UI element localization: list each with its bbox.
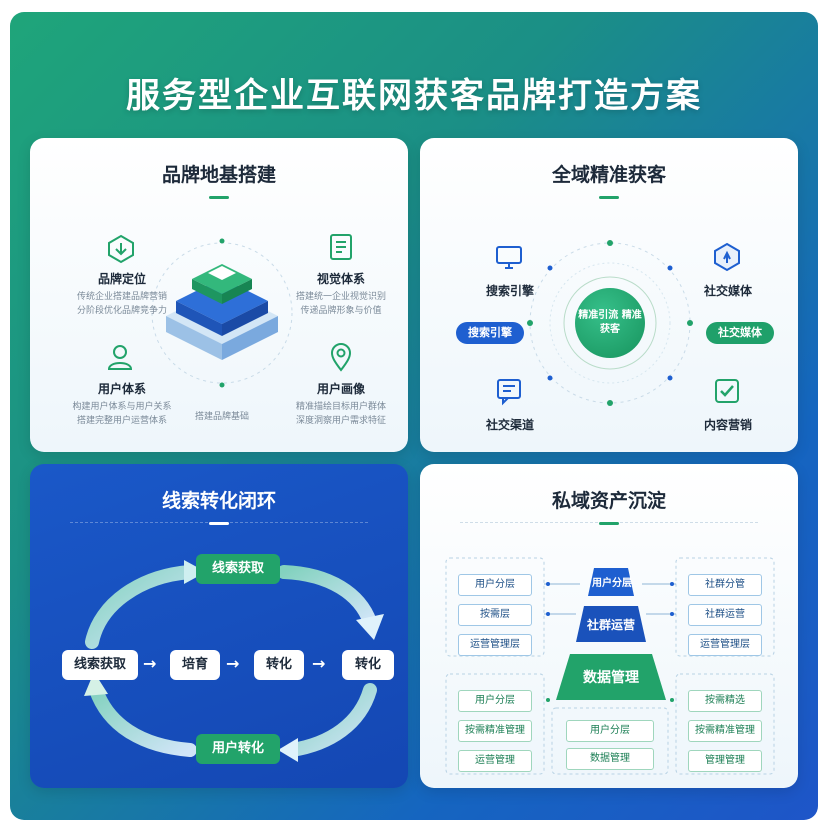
panel-brand-foundation: 品牌地基搭建 品牌定位 传统 (30, 138, 408, 452)
brand-item-desc: 深度洞察用户需求特征 (295, 416, 386, 426)
loop-row-node: 转化 (342, 650, 394, 680)
private-diagram (445, 557, 775, 775)
title-accent (599, 196, 619, 199)
center-caption: 搭建品牌基础 (194, 412, 249, 422)
right-bottom-tag: 管理管理 (688, 750, 762, 772)
shield-icon (714, 242, 740, 272)
panel-title: 品牌地基搭建 (161, 164, 276, 186)
arrow-right-icon: → (312, 654, 326, 673)
title-accent (599, 522, 619, 525)
location-pin-icon (330, 343, 352, 372)
brand-item-desc: 传统企业搭建品牌营销 (76, 292, 167, 302)
infographic-frame: 服务型企业互联网获客品牌打造方案 品牌地基搭建 (10, 12, 818, 820)
acquisition-diagram (527, 240, 693, 406)
brand-item-desc: 搭建完整用户运营体系 (76, 416, 167, 426)
title-accent (209, 522, 229, 525)
left-bottom-tag: 按需精准管理 (458, 720, 532, 742)
left-bottom-tag: 用户分层 (458, 690, 532, 712)
right-bottom-tag: 按需精选 (688, 690, 762, 712)
brand-item-label: 品牌定位 (97, 272, 146, 286)
acquire-node-label: 搜索引擎 (485, 284, 534, 298)
brand-item-label: 用户体系 (97, 382, 146, 396)
right-top-tag: 社群运营 (688, 604, 762, 626)
acquire-node-label: 社交渠道 (485, 418, 534, 432)
checklist-icon (715, 379, 739, 403)
arrow-right-icon: → (226, 654, 240, 673)
user-icon (107, 345, 133, 370)
loop-row-node: 转化 (254, 650, 304, 680)
brand-item-desc: 分阶段优化品牌竞争力 (76, 306, 167, 316)
right-bottom-tag: 按需精准管理 (688, 720, 762, 742)
left-top-tag: 运营管理层 (458, 634, 532, 656)
pyramid-bottom (556, 654, 666, 700)
loop-row-node: 培育 (170, 650, 220, 680)
monitor-icon (496, 246, 522, 269)
brand-item-desc: 构建用户体系与用户关系 (72, 402, 172, 412)
message-icon (497, 379, 521, 406)
stacked-blocks-icon (166, 264, 278, 360)
left-bottom-tag: 运营管理 (458, 750, 532, 772)
acquire-node-label: 社交媒体 (703, 284, 752, 298)
pyramid-middle-label: 社群运营 (586, 618, 635, 632)
brand-item-label: 用户画像 (316, 382, 365, 396)
brand-item-desc: 搭建统一企业视觉识别 (295, 292, 386, 302)
left-top-tag: 按需层 (458, 604, 532, 626)
orbit-dot (219, 382, 225, 388)
title-accent (209, 196, 229, 199)
center-bottom-tag: 用户分层 (566, 720, 654, 742)
document-icon (330, 234, 352, 260)
pyramid-top (588, 568, 634, 596)
loop-arrows (84, 560, 384, 762)
brand-item-desc: 精准描绘目标用户群体 (295, 402, 386, 412)
loop-row-node: 线索获取 (62, 650, 138, 680)
left-top-tag: 用户分层 (458, 574, 532, 596)
right-top-tag: 运营管理层 (688, 634, 762, 656)
main-title: 服务型企业互联网获客品牌打造方案 (126, 76, 702, 116)
panel-private-domain: 私域资产沉淀 用户分层 社群运营 数据管理 用户分层 按需层 运营管理层 社群分… (420, 464, 798, 788)
pyramid-top-label: 用户分层 (592, 578, 632, 589)
panel-title: 线索转化闭环 (161, 490, 276, 512)
panel-acquisition: 全域精准获客 精准引流 精准获客 搜索引擎 社交媒体 搜索引擎 社交媒 (420, 138, 798, 452)
center-bottom-tag: 数据管理 (566, 748, 654, 770)
brand-item-desc: 传递品牌形象与价值 (300, 306, 382, 316)
acquire-node-label: 内容营销 (703, 418, 752, 432)
brand-diagram (151, 238, 293, 388)
download-shield-icon (108, 234, 134, 264)
arrow-right-icon: → (143, 654, 157, 673)
social-media-pill: 社交媒体 (706, 322, 774, 344)
panel-lead-loop: 线索转化闭环 线索获取 线索获取 → 培育 → 转化 → 转化 (30, 464, 408, 788)
loop-top-node: 线索获取 (196, 554, 280, 584)
panel-title: 全域精准获客 (551, 164, 666, 186)
orbit-dot (219, 238, 225, 244)
pyramid-bottom-label: 数据管理 (583, 670, 639, 686)
search-engine-pill: 搜索引擎 (456, 322, 524, 344)
acquisition-hub: 精准引流 精准获客 (575, 288, 645, 358)
brand-item-label: 视觉体系 (316, 272, 365, 286)
pyramid-middle (576, 606, 646, 642)
right-top-tag: 社群分管 (688, 574, 762, 596)
loop-bottom-node: 用户转化 (196, 734, 280, 764)
panel-title: 私域资产沉淀 (551, 490, 666, 512)
